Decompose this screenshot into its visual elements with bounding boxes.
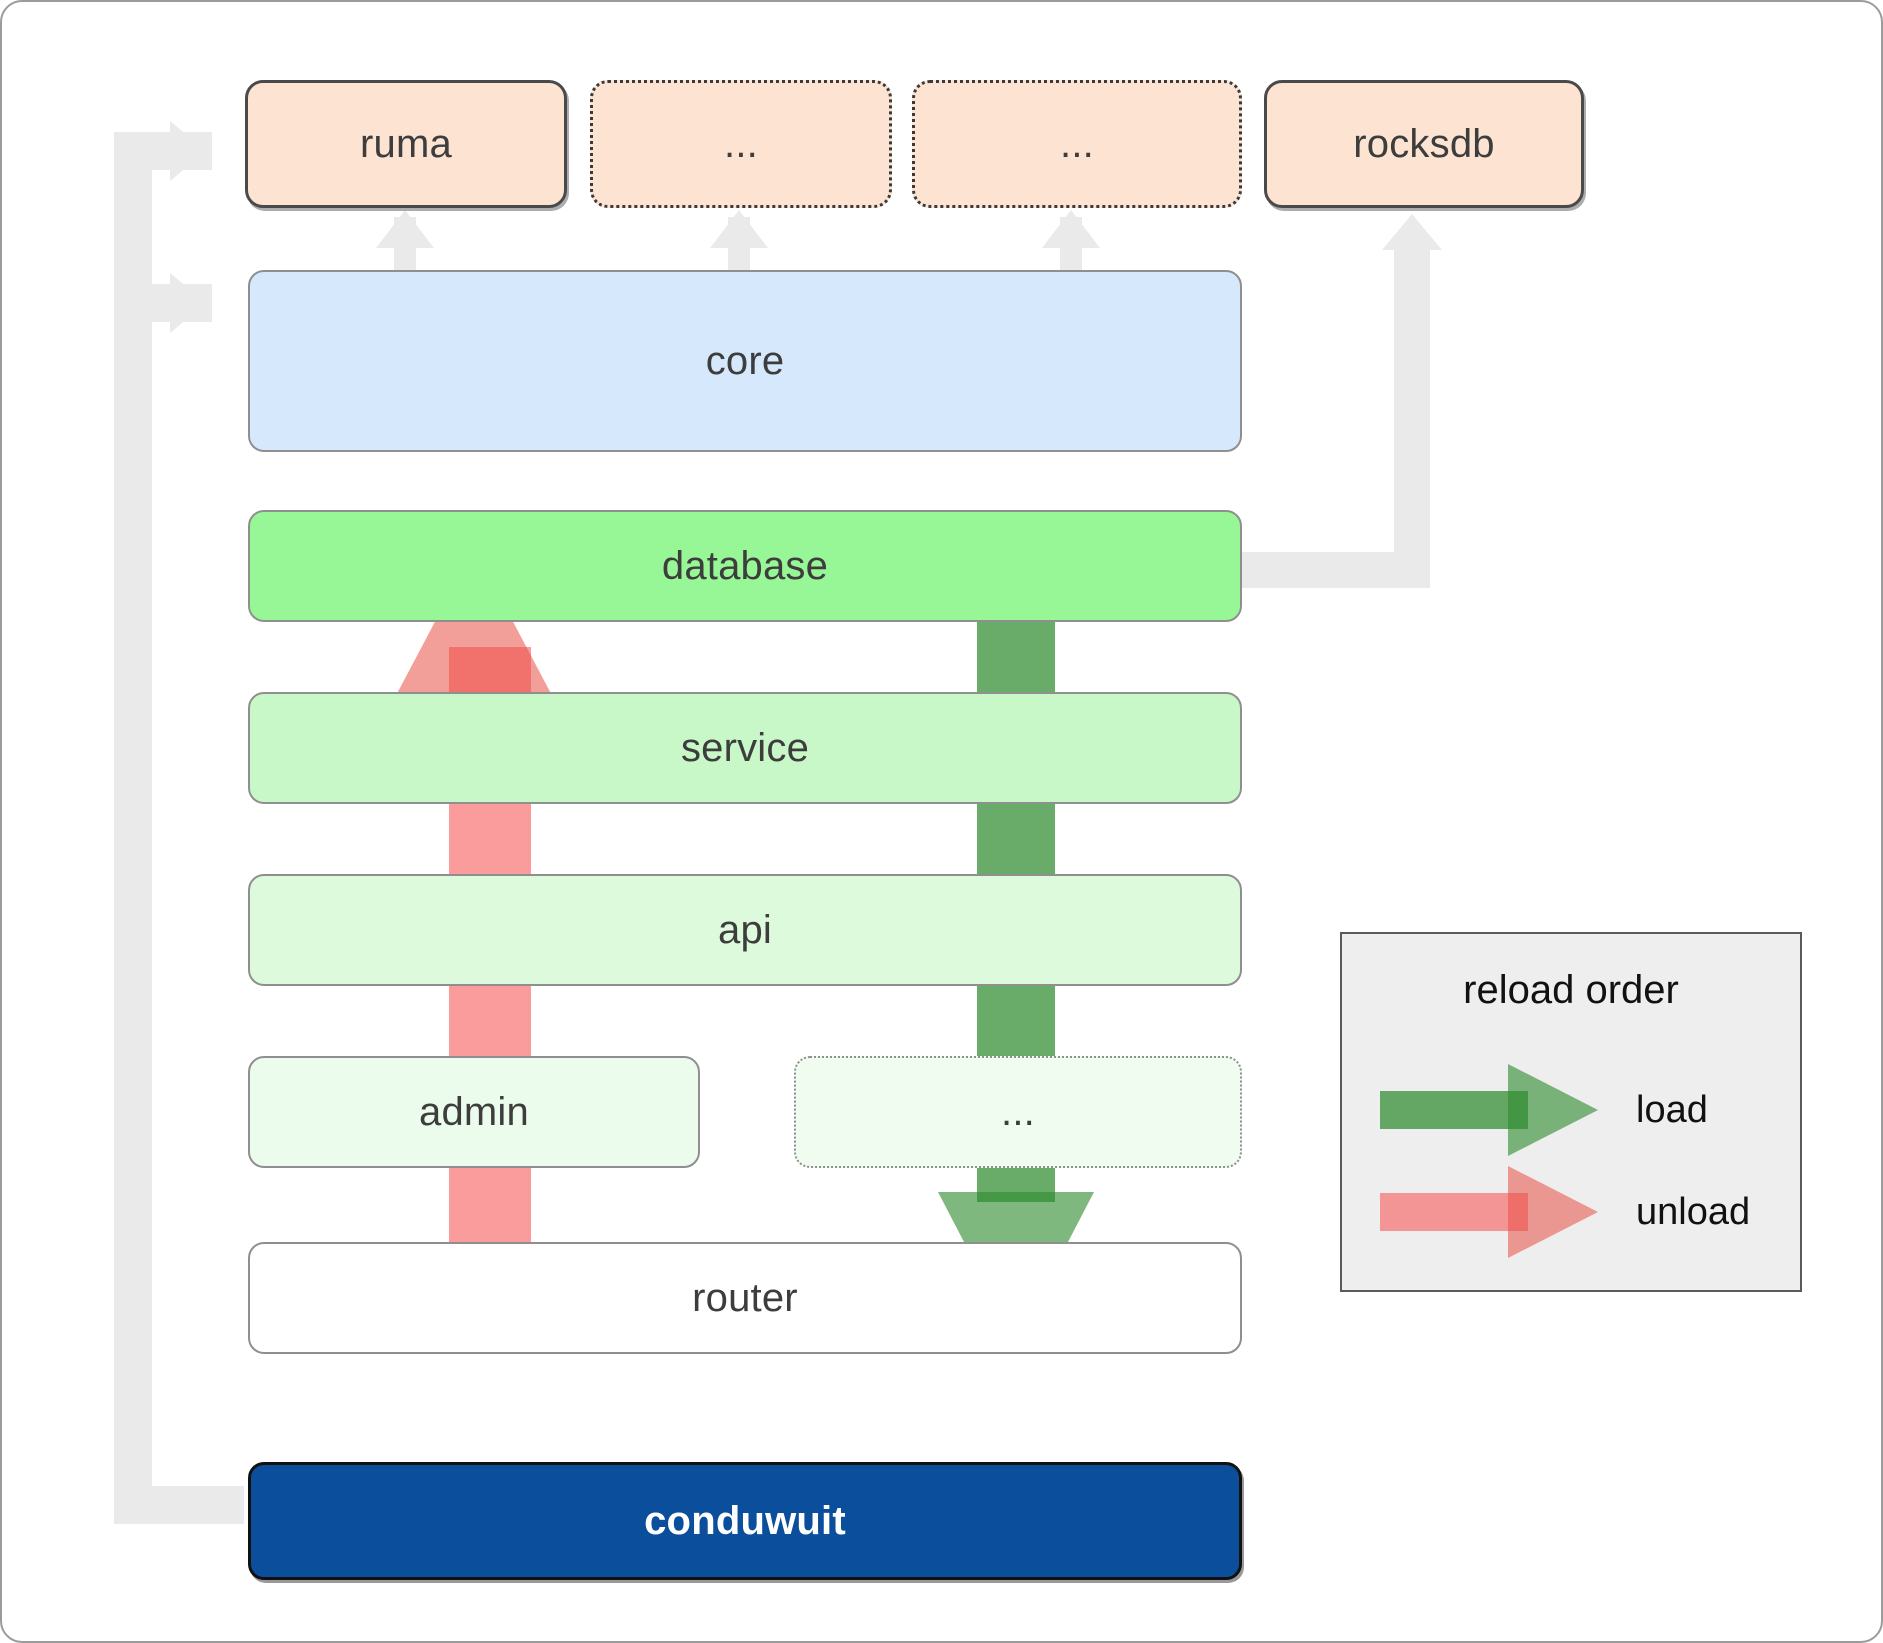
- load-legend-icon: [1380, 1064, 1598, 1156]
- layer-api-label: api: [718, 907, 772, 952]
- layer-service[interactable]: service: [248, 692, 1242, 804]
- node-conduwuit-label: conduwuit: [644, 1498, 846, 1543]
- crate-dots-2[interactable]: ...: [912, 80, 1242, 208]
- load-legend-tip: [1508, 1064, 1598, 1156]
- layer-more-label: ...: [1001, 1089, 1035, 1134]
- node-conduwuit[interactable]: conduwuit: [248, 1462, 1242, 1580]
- layer-core[interactable]: core: [248, 270, 1242, 452]
- unload-legend-bar: [1380, 1193, 1528, 1231]
- arrow-core-to-dots1: [710, 210, 768, 248]
- load-legend-bar: [1380, 1091, 1528, 1129]
- pipe-left-vertical: [114, 132, 152, 1524]
- crate-dots-2-label: ...: [1060, 121, 1094, 166]
- pipe-arrow-to-core: [170, 273, 206, 333]
- crate-rocksdb-label: rocksdb: [1353, 121, 1495, 166]
- legend-panel: reload order load unload: [1340, 932, 1802, 1292]
- legend-title: reload order: [1463, 968, 1679, 1012]
- crate-rocksdb[interactable]: rocksdb: [1264, 80, 1584, 208]
- unload-legend-icon: [1380, 1166, 1598, 1258]
- legend-row-load: load: [1380, 1064, 1708, 1156]
- layer-api[interactable]: api: [248, 874, 1242, 986]
- pipe-arrow-to-rocksdb: [1382, 214, 1442, 250]
- crate-dots-1-label: ...: [724, 121, 758, 166]
- pipe-arrow-to-ruma: [170, 121, 206, 181]
- crate-ruma-label: ruma: [360, 121, 452, 166]
- layer-admin[interactable]: admin: [248, 1056, 700, 1168]
- layer-more[interactable]: ...: [794, 1056, 1242, 1168]
- layer-core-label: core: [705, 338, 785, 383]
- arrow-core-to-dots2: [1042, 210, 1100, 248]
- layer-admin-label: admin: [419, 1089, 529, 1134]
- layer-router[interactable]: router: [248, 1242, 1242, 1354]
- legend-load-label: load: [1636, 1088, 1708, 1131]
- crate-dots-1[interactable]: ...: [590, 80, 892, 208]
- pipe-rocksdb-vertical: [1394, 250, 1430, 588]
- unload-legend-tip: [1508, 1166, 1598, 1258]
- layer-router-label: router: [692, 1275, 798, 1320]
- crate-ruma[interactable]: ruma: [245, 80, 567, 208]
- pipe-left-to-conduwuit: [114, 1486, 244, 1524]
- layer-service-label: service: [680, 725, 810, 770]
- arrow-core-to-ruma: [376, 210, 434, 248]
- layer-database-label: database: [661, 543, 829, 588]
- legend-unload-label: unload: [1636, 1190, 1751, 1233]
- layer-database[interactable]: database: [248, 510, 1242, 622]
- legend-row-unload: unload: [1380, 1166, 1750, 1258]
